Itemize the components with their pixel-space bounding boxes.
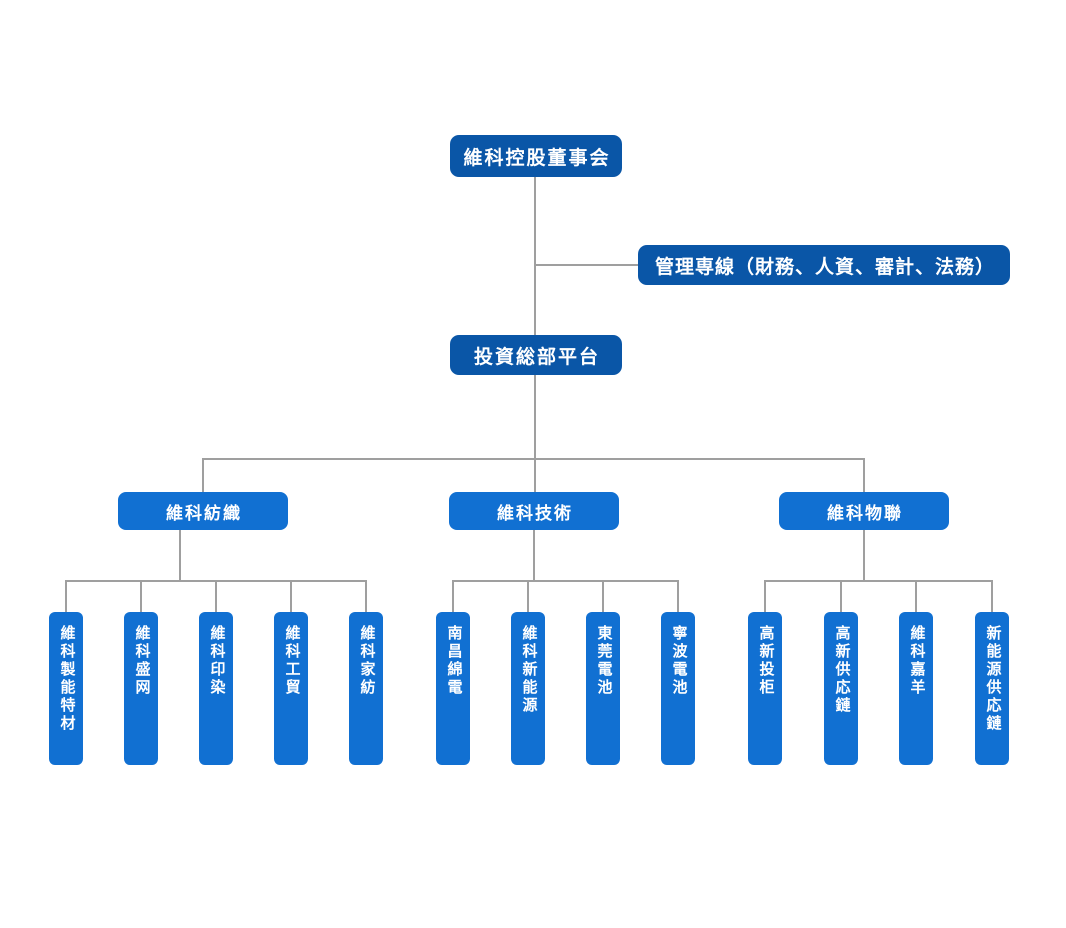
connector-line	[140, 580, 142, 612]
leaf-label: 維科家紡	[358, 625, 375, 697]
leaf-label: 維科印染	[208, 625, 225, 697]
leaf-label: 東莞電池	[595, 625, 612, 697]
node-leaf: 維科製能特材	[49, 612, 83, 765]
connector-line	[863, 458, 865, 492]
node-leaf: 維科印染	[199, 612, 233, 765]
leaf-label: 高新供応鏈	[833, 625, 850, 715]
node-leaf: 維科工貿	[274, 612, 308, 765]
leaf-label: 維科工貿	[283, 625, 300, 697]
connector-line	[535, 264, 638, 266]
node-branch-iot: 維科物聯	[779, 492, 949, 530]
node-leaf: 高新供応鏈	[824, 612, 858, 765]
connector-line	[527, 580, 529, 612]
leaf-label: 維科盛网	[133, 625, 150, 697]
leaf-label: 維科新能源	[520, 625, 537, 715]
connector-line	[452, 580, 679, 582]
node-leaf: 高新投柜	[748, 612, 782, 765]
node-leaf: 新能源供応鏈	[975, 612, 1009, 765]
connector-line	[533, 530, 535, 580]
connector-line	[764, 580, 766, 612]
connector-line	[179, 530, 181, 580]
connector-line	[65, 580, 67, 612]
connector-line	[840, 580, 842, 612]
node-board: 維科控股董事会	[450, 135, 622, 177]
node-branch-textile: 維科紡織	[118, 492, 288, 530]
leaf-label: 維科嘉羊	[908, 625, 925, 697]
connector-line	[534, 177, 536, 335]
node-leaf: 維科家紡	[349, 612, 383, 765]
node-leaf: 東莞電池	[586, 612, 620, 765]
connector-line	[202, 458, 204, 492]
node-leaf: 寧波電池	[661, 612, 695, 765]
connector-line	[602, 580, 604, 612]
node-leaf: 維科嘉羊	[899, 612, 933, 765]
leaf-label: 新能源供応鏈	[984, 625, 1001, 733]
connector-line	[215, 580, 217, 612]
connector-line	[452, 580, 454, 612]
node-leaf: 維科新能源	[511, 612, 545, 765]
node-branch-technology: 維科技術	[449, 492, 619, 530]
leaf-label: 高新投柜	[757, 625, 774, 697]
connector-line	[534, 458, 536, 492]
node-investment-platform: 投資総部平台	[450, 335, 622, 375]
node-management-line: 管理専線（財務、人資、審計、法務）	[638, 245, 1010, 285]
node-leaf: 南昌綿電	[436, 612, 470, 765]
leaf-label: 寧波電池	[670, 625, 687, 697]
connector-line	[534, 375, 536, 458]
connector-line	[991, 580, 993, 612]
connector-line	[764, 580, 993, 582]
node-leaf: 維科盛网	[124, 612, 158, 765]
leaf-label: 南昌綿電	[445, 625, 462, 697]
connector-line	[365, 580, 367, 612]
connector-line	[863, 530, 865, 580]
leaf-label: 維科製能特材	[58, 625, 75, 733]
connector-line	[202, 458, 865, 460]
connector-line	[290, 580, 292, 612]
connector-line	[915, 580, 917, 612]
connector-line	[677, 580, 679, 612]
